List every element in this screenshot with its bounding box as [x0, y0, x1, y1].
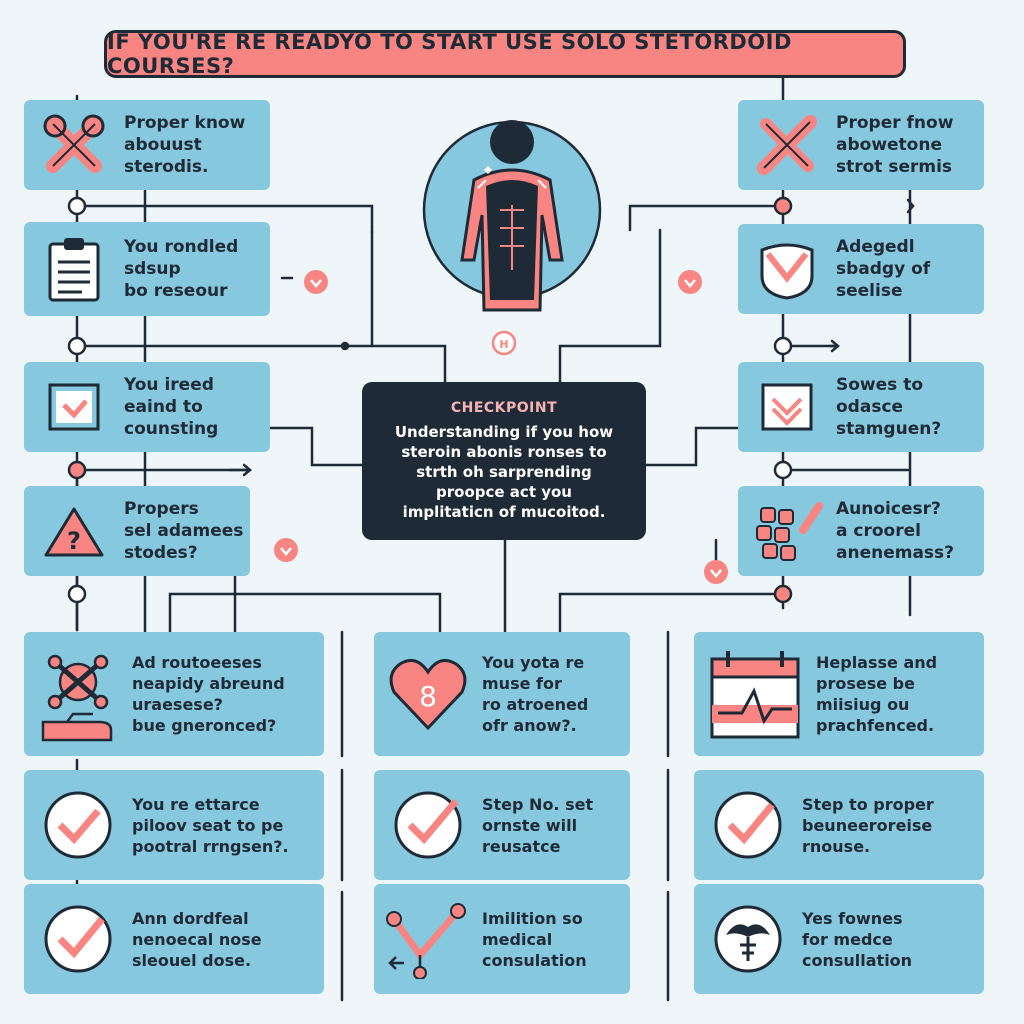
grid-card-1-3-text: Heplasse and prosese be miisiug ou prach…	[816, 653, 938, 735]
calendar-chart-icon	[694, 645, 816, 743]
clipboard-icon	[24, 234, 124, 304]
left-card-3: You ireed eaind to counsting	[24, 362, 270, 452]
hub-label: H	[499, 338, 508, 351]
grid-card-2-2: Step No. set ornste will reusatce	[374, 770, 630, 880]
left-card-2-text: You rondled sdsup bo reseour	[124, 237, 239, 301]
grid-card-3-2-text: Imilition so medical consulation	[482, 908, 587, 970]
checkpoint-title: CHECKPOINT	[450, 400, 558, 416]
bone-hand-icon	[24, 644, 132, 744]
right-card-3: Sowes to odasce stamguen?	[738, 362, 984, 452]
grid-card-1-1: Ad routoeeses neapidy abreund uraesese? …	[24, 632, 324, 756]
grid-card-3-3-text: Yes fownes for medce consullation	[802, 908, 913, 970]
heart-icon: 8	[374, 654, 482, 734]
check-circle-icon	[24, 787, 132, 863]
umbrella-icon	[694, 901, 802, 977]
left-card-4: ? Propers sel adamees stodes?	[24, 486, 250, 576]
check-circle-icon	[24, 901, 132, 977]
checkpoint-box: CHECKPOINT Understanding if you how ster…	[362, 382, 646, 540]
hub-badge-icon: H	[491, 330, 517, 356]
check-badge-icon	[304, 270, 328, 294]
checkpoint-body: Understanding if you how steroin abonis …	[394, 423, 614, 521]
left-card-2: You rondled sdsup bo reseour	[24, 222, 270, 316]
grid-card-2-2-text: Step No. set ornste will reusatce	[482, 794, 594, 856]
right-card-3-text: Sowes to odasce stamguen?	[836, 375, 942, 439]
grid-card-1-2-text: You yota re muse for ro atroened ofr ano…	[482, 653, 589, 735]
checkmark-route-icon	[374, 899, 482, 979]
check-circle-icon	[374, 787, 482, 863]
grid-card-1-1-text: Ad routoeeses neapidy abreund uraesese? …	[132, 653, 285, 735]
left-card-4-text: Propers sel adamees stodes?	[124, 499, 244, 563]
grid-card-3-1-text: Ann dordfeal nenoecal nose sleouel dose.	[132, 908, 262, 970]
grid-card-3-3: Yes fownes for medce consullation	[694, 884, 984, 994]
svg-text:8: 8	[419, 680, 437, 713]
grid-card-1-3: Heplasse and prosese be miisiug ou prach…	[694, 632, 984, 756]
grid-card-3-2: Imilition so medical consulation	[374, 884, 630, 994]
grid-card-2-3: Step to proper beuneeroreise rnouse.	[694, 770, 984, 880]
left-card-1-text: Proper know abouust sterodis.	[124, 113, 246, 177]
left-card-1: Proper know abouust sterodis.	[24, 100, 270, 190]
checkbox-icon	[738, 379, 836, 435]
check-circle-icon	[694, 787, 802, 863]
crossed-syringe-icon	[738, 110, 836, 180]
svg-text:?: ?	[67, 527, 81, 555]
pills-icon	[738, 496, 836, 566]
grid-card-2-1: You re ettarce piloov seat to pe pootral…	[24, 770, 324, 880]
shield-check-icon	[738, 236, 836, 302]
warning-icon: ?	[24, 503, 124, 559]
grid-card-1-2: 8 You yota re muse for ro atroened ofr a…	[374, 632, 630, 756]
right-card-4: Aunoicesr? a croorel anenemass?	[738, 486, 984, 576]
grid-card-3-1: Ann dordfeal nenoecal nose sleouel dose.	[24, 884, 324, 994]
crossed-syringes-icon	[24, 110, 124, 180]
grid-card-2-1-text: You re ettarce piloov seat to pe pootral…	[132, 794, 289, 856]
human-body-icon	[422, 120, 602, 312]
check-badge-icon	[704, 560, 728, 584]
right-card-2: Adegedl sbadgy of seelise	[738, 224, 984, 314]
banner-title: IF YOU'RE RE READYO TO START USE SOLO ST…	[107, 30, 792, 78]
checkbox-icon	[24, 379, 124, 435]
grid-card-2-3-text: Step to proper beuneeroreise rnouse.	[802, 794, 934, 856]
title-banner: IF YOU'RE RE READYO TO START USE SOLO ST…	[104, 30, 906, 78]
right-card-1-text: Proper fnow abowetone strot sermis	[836, 113, 954, 177]
right-card-1: Proper fnow abowetone strot sermis	[738, 100, 984, 190]
check-badge-icon	[274, 538, 298, 562]
right-card-4-text: Aunoicesr? a croorel anenemass?	[836, 499, 955, 563]
right-card-2-text: Adegedl sbadgy of seelise	[836, 237, 931, 301]
check-badge-icon	[678, 270, 702, 294]
left-card-3-text: You ireed eaind to counsting	[124, 375, 219, 439]
